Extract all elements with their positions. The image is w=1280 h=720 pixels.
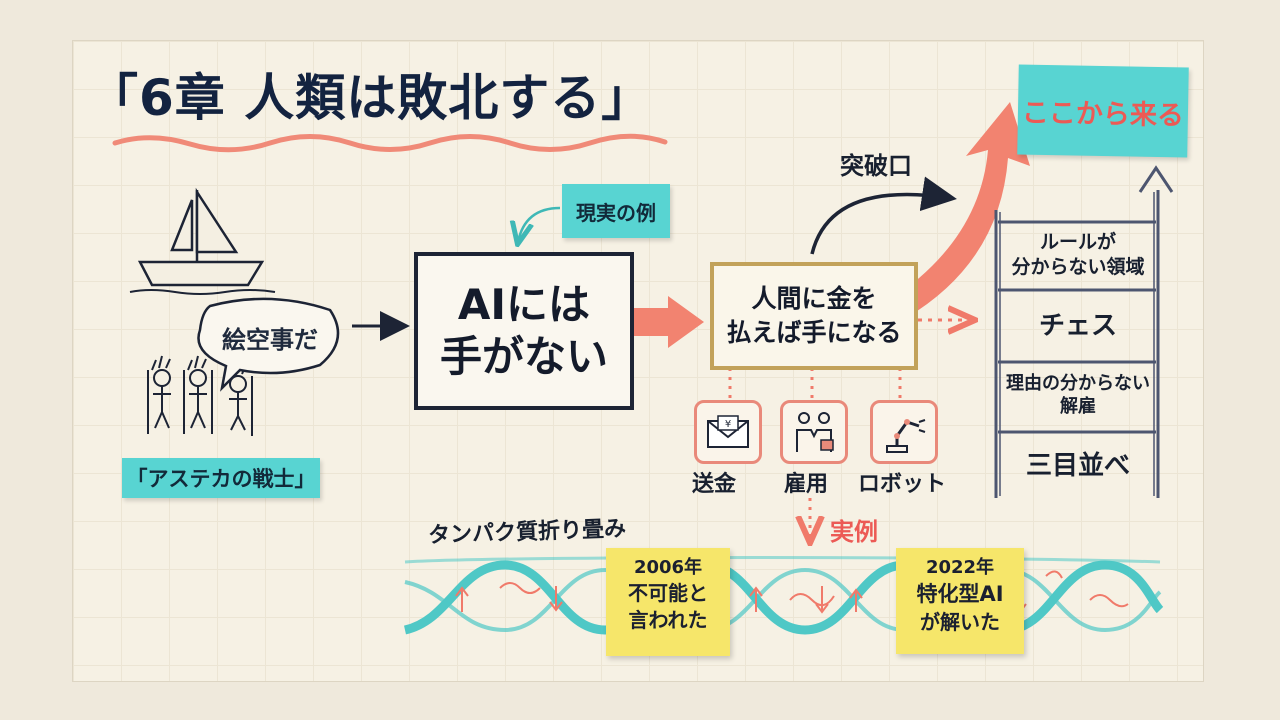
aztec-warriors-icon	[147, 355, 253, 436]
ladder-rung-unexplained-firing: 理由の分からない 解雇	[1004, 372, 1152, 419]
svg-text:¥: ¥	[725, 419, 731, 430]
note-2022-line1: 特化型AI	[916, 582, 1004, 607]
speech-bubble: 絵空事だ	[222, 325, 318, 354]
speech-bubble-outline	[197, 297, 340, 392]
rise-arrow	[890, 102, 1030, 318]
handshake-icon	[780, 400, 848, 464]
ship-icon	[129, 187, 276, 295]
note-real-example: 現実の例	[562, 184, 670, 238]
title-underline	[112, 133, 668, 153]
ladder-rung-1-line2: 分からない領域	[1011, 255, 1145, 278]
money-box-line2: 払えば手になる	[726, 318, 902, 347]
note-aztec-warriors: 「アステカの戦士」	[122, 458, 320, 498]
ai-box-line2: 手がない	[439, 332, 608, 381]
ai-no-hands-box: AIには 手がない	[414, 252, 634, 410]
note-2022-line2: が解いた	[920, 609, 1000, 634]
robot-arm-icon	[870, 400, 938, 464]
note-2006-line2: 言われた	[628, 608, 708, 633]
note-2006: 2006年 不可能と 言われた	[606, 548, 730, 656]
note-2006-year: 2006年	[633, 557, 703, 578]
breakthrough-label: 突破口	[840, 152, 912, 180]
protein-wave	[403, 556, 1164, 635]
page-title: 「6章 人類は敗北する」	[88, 69, 653, 127]
icon-label-robot: ロボット	[858, 472, 947, 497]
ladder-rung-unknown-rules: ルールが 分からない領域	[1004, 230, 1152, 279]
note-here-it-comes: ここから来る	[1017, 64, 1189, 158]
money-box-line1: 人間に金を	[751, 284, 877, 314]
real-example-label: 実例	[830, 518, 878, 546]
ladder-rung-3-line2: 解雇	[1060, 396, 1096, 418]
ai-box-line1: AIには	[457, 279, 591, 329]
note-2022-year: 2022年	[925, 557, 995, 578]
ladder	[994, 165, 1174, 498]
icon-label-employ: 雇用	[784, 472, 829, 497]
icon-label-remit: 送金	[692, 472, 737, 497]
note-2022: 2022年 特化型AI が解いた	[896, 548, 1024, 654]
pay-humans-box: 人間に金を 払えば手になる	[710, 262, 918, 370]
ladder-rung-3-line1: 理由の分からない	[1006, 373, 1150, 394]
ladder-rung-1-line1: ルールが	[1039, 231, 1116, 253]
envelope-yen-icon: ¥	[694, 400, 762, 464]
note-2006-line1: 不可能と	[628, 581, 708, 606]
ladder-rung-tic-tac-toe: 三目並べ	[1025, 451, 1130, 481]
ladder-rung-chess: チェス	[1038, 311, 1117, 341]
